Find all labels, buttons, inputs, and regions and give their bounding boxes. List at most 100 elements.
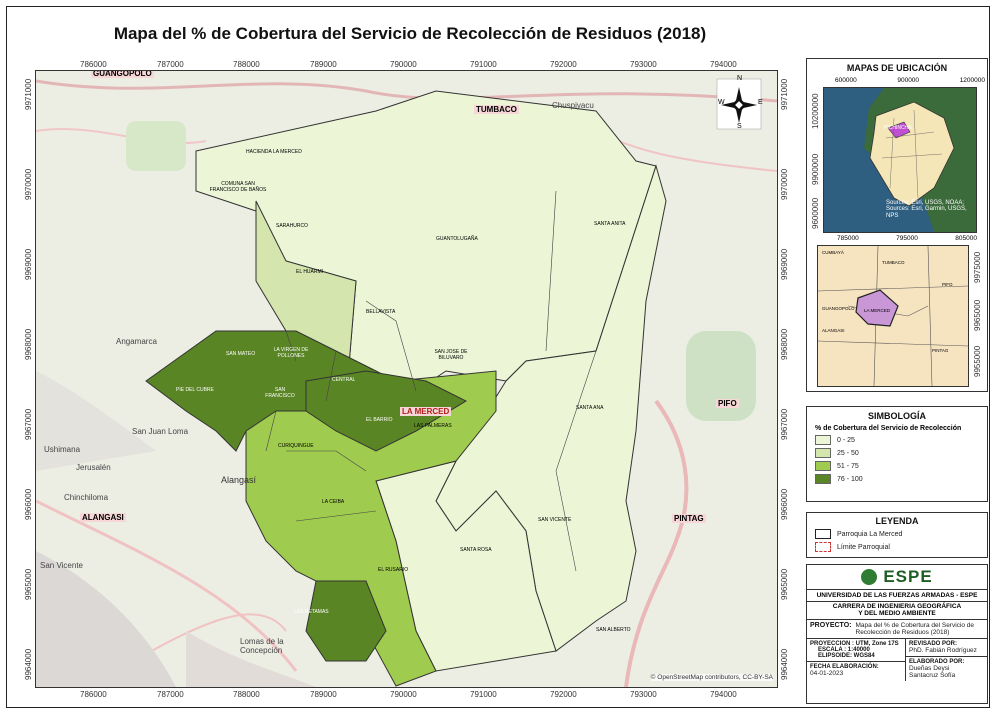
x-tick-top: 787000 <box>157 60 184 69</box>
espe-logo: ESPE <box>807 565 987 590</box>
parish-label: LA VIRGEN DE POLLONES <box>273 347 309 359</box>
parish-label: EL BARRIO <box>366 417 393 423</box>
place-san-juan-loma: San Juan Loma <box>132 427 189 436</box>
place-lomas: Lomas de la Concepción <box>240 637 284 655</box>
place-pintag: PINTAG <box>672 514 706 523</box>
parish-label: SAN MATEO <box>226 351 256 357</box>
place-ushimana: Ushimana <box>44 445 81 454</box>
y-tick-right: 9967000 <box>780 408 789 440</box>
x-tick-bottom: 793000 <box>630 690 657 699</box>
y-tick-left: 9968000 <box>24 328 33 360</box>
parish-las-retamas <box>305 580 387 662</box>
main-map[interactable]: N S W E GUANGOPOLO TUMBACO Chuspiyacu An… <box>35 70 778 688</box>
parish-label: SAN FRANCISCO <box>265 387 295 399</box>
y-tick-right: 9965000 <box>780 568 789 600</box>
parish-label: SANTA ANA <box>576 405 604 411</box>
parish-label: CURIQUINGUE <box>278 443 314 449</box>
leyenda-title: LEYENDA <box>875 516 919 526</box>
map-svg <box>36 71 777 687</box>
place-jerusalen: Jerusalén <box>76 463 111 472</box>
parish-label: SAN ALBERTO <box>596 627 631 633</box>
institution-panel: ESPE UNIVERSIDAD DE LAS FUERZAS ARMADAS … <box>806 564 988 704</box>
north-letter: N <box>737 75 743 82</box>
y-tick-left: 9970000 <box>24 168 33 200</box>
symbology-panel: SIMBOLOGÍA % de Cobertura del Servicio d… <box>806 406 988 502</box>
x-tick-top: 793000 <box>630 60 657 69</box>
sources-text: Sources: Esri, USGS, NOAA; Sources: Esri… <box>886 200 967 219</box>
north-arrow-icon <box>716 78 762 130</box>
parish-label: LAS RETAMAS <box>294 609 329 615</box>
parish-label: LAS PALMERAS <box>414 423 452 429</box>
parish-label: BELLAVISTA <box>366 309 396 315</box>
place-alangasi: ALANGASI <box>80 513 126 522</box>
y-tick-left: 9967000 <box>24 408 33 440</box>
x-tick-top: 790000 <box>390 60 417 69</box>
y-tick-right: 9970000 <box>780 168 789 200</box>
place-pifo: PIFO <box>716 399 739 408</box>
leyenda-item-0: Parroquia La Merced <box>815 529 987 539</box>
leyenda-panel: LEYENDA Parroquia La Merced Límite Parro… <box>806 512 988 558</box>
metadata-grid: PROYECCION : UTM, Zone 17S ESCALA : 1:40… <box>807 639 987 682</box>
location-title: MAPAS DE UBICACIÓN <box>846 63 948 73</box>
x-tick-bottom: 790000 <box>390 690 417 699</box>
west-letter: W <box>718 99 725 106</box>
symbology-title: SIMBOLOGÍA <box>868 411 926 421</box>
inset-map: CUMBAYÁ TUMBACO PIFO GUANGOPOLO LA MERCE… <box>817 245 969 387</box>
map-frame <box>6 6 990 708</box>
y-tick-left: 9965000 <box>24 568 33 600</box>
parish-label: LA CEIBA <box>322 499 345 505</box>
place-guangopolo: GUANGOPOLO <box>91 70 154 78</box>
legend-item-1: 25 - 50 <box>815 448 987 458</box>
place-alangasi-town: Alangasí <box>221 475 257 485</box>
y-tick-right: 9964000 <box>780 648 789 680</box>
x-tick-bottom: 794000 <box>710 690 737 699</box>
y-tick-right: 9969000 <box>780 248 789 280</box>
parish-label: SANTA ROSA <box>460 547 492 553</box>
x-tick-top: 786000 <box>80 60 107 69</box>
parish-label: PIE DEL CUBRE <box>176 387 214 393</box>
legend-item-2: 51 - 75 <box>815 461 987 471</box>
x-tick-bottom: 787000 <box>157 690 184 699</box>
x-tick-bottom: 786000 <box>80 690 107 699</box>
parish-label: EL RUSARIO <box>378 567 409 573</box>
x-tick-bottom: 788000 <box>233 690 260 699</box>
green-area <box>686 331 756 421</box>
x-tick-top: 792000 <box>550 60 577 69</box>
x-tick-top: 794000 <box>710 60 737 69</box>
university-name: UNIVERSIDAD DE LAS FUERZAS ARMADAS - ESP… <box>807 590 987 602</box>
y-tick-right: 9966000 <box>780 488 789 520</box>
parish-label: SAN VICENTE <box>538 517 572 523</box>
x-tick-bottom: 789000 <box>310 690 337 699</box>
place-chuspiyacu: Chuspiyacu <box>552 101 594 110</box>
y-tick-left: 9969000 <box>24 248 33 280</box>
x-tick-bottom: 791000 <box>470 690 497 699</box>
project-row: PROYECTO: Mapa del % de Cobertura del Se… <box>807 620 987 640</box>
x-tick-top: 788000 <box>233 60 260 69</box>
career-name: CARRERA DE INGENIERIA GEOGRÁFICA Y DEL M… <box>807 602 987 620</box>
inset-right-ticks: 9975000 9965000 9955000 <box>973 251 982 377</box>
ecuador-map: PICHINCHA Sources: Esri, USGS, NOAA; Sou… <box>823 87 977 233</box>
x-tick-bottom: 792000 <box>550 690 577 699</box>
parish-label: EL HUARMI <box>296 269 324 275</box>
espe-seal-icon <box>861 569 878 585</box>
place-la-merced: LA MERCED <box>400 407 452 416</box>
place-san-vicente: San Vicente <box>40 561 83 570</box>
place-angamarca: Angamarca <box>116 337 157 346</box>
legend-item-3: 76 - 100 <box>815 474 987 484</box>
x-tick-top: 789000 <box>310 60 337 69</box>
y-tick-right: 9968000 <box>780 328 789 360</box>
place-tumbaco: TUMBACO <box>474 105 519 114</box>
map-credit: © OpenStreetMap contributors, CC-BY-SA <box>650 674 773 681</box>
parish-label: SANTA ANITA <box>594 221 626 227</box>
parish-label: SARAHURCO <box>276 223 308 229</box>
y-tick-left: 9966000 <box>24 488 33 520</box>
y-tick-right: 9971000 <box>780 78 789 110</box>
parish-label: HACIENDA LA MERCED <box>246 149 302 155</box>
parish-label: GUANTOLUGAÑA <box>436 236 478 242</box>
y-tick-left: 9971000 <box>24 78 33 110</box>
pichincha-label: PICHINCHA <box>884 125 912 131</box>
parish-label: CENTRAL <box>332 377 356 383</box>
